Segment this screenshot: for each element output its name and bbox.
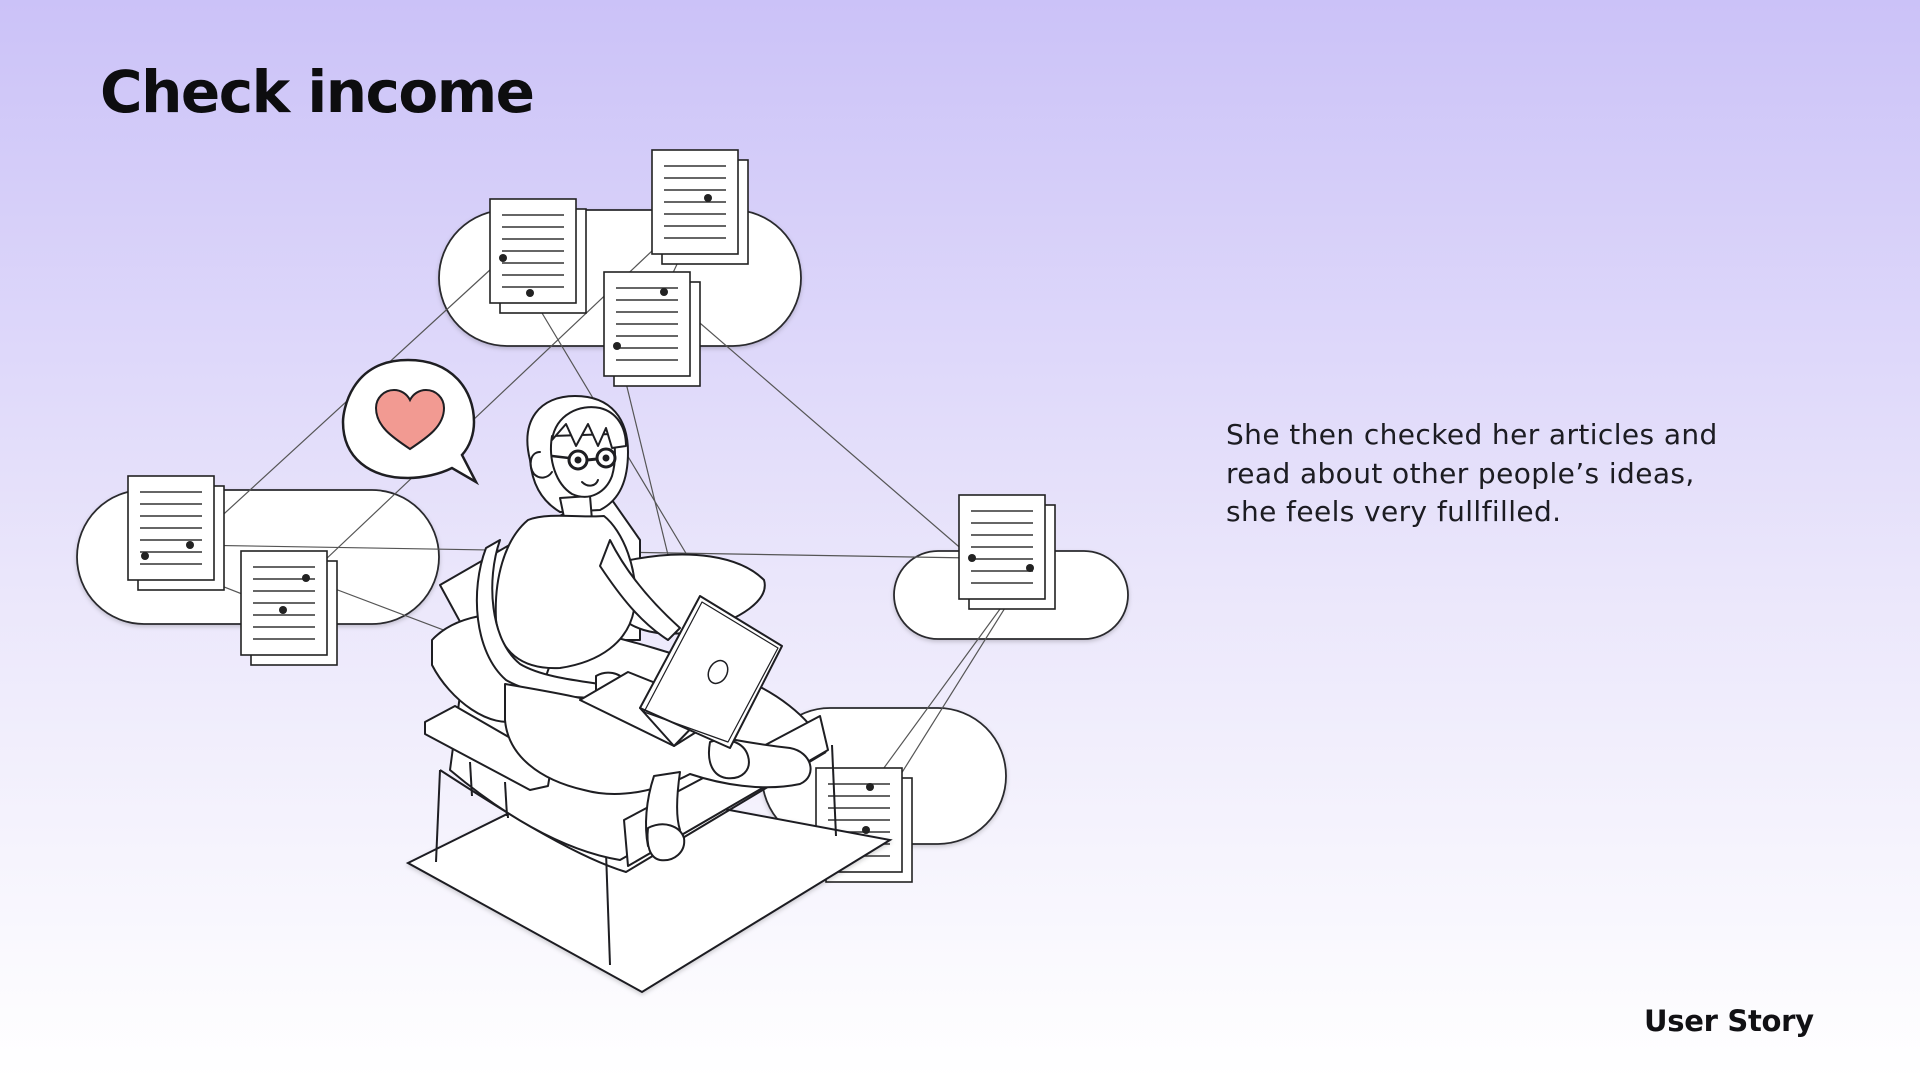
network-nodes (141, 194, 1034, 834)
story-line: She then checked her articles and (1226, 418, 1718, 451)
story-text: She then checked her articles and read a… (1226, 416, 1786, 532)
story-line: read about other people’s ideas, (1226, 456, 1695, 490)
page-title: Check income (100, 58, 535, 126)
laptop-icon (579, 595, 783, 749)
speech-bubble-icon (341, 358, 480, 486)
story-line: she feels very fullfilled. (1226, 495, 1562, 528)
footer-label: User Story (1644, 1004, 1814, 1038)
heart-icon (374, 388, 446, 451)
